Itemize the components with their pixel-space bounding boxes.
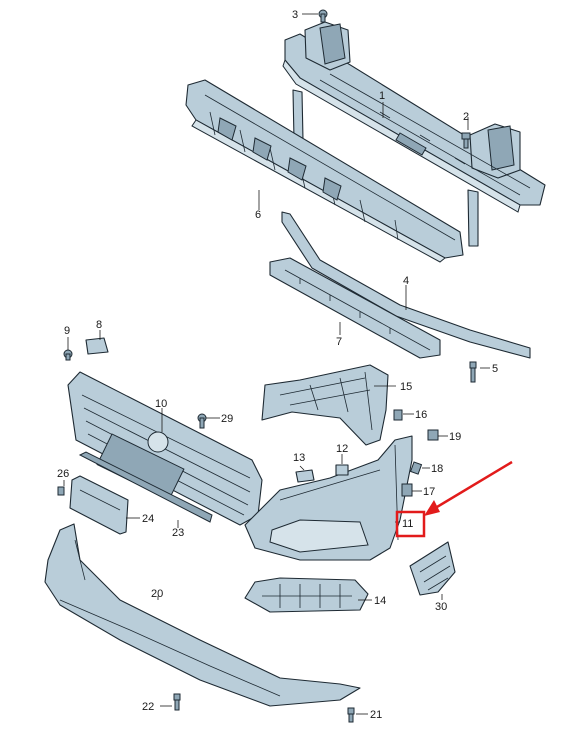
part-7-guide: [269, 257, 441, 359]
callout-16: 16: [415, 409, 427, 421]
callout-9: 9: [64, 325, 70, 337]
callout-10: 10: [155, 398, 167, 410]
bolt-3-icon: [318, 9, 328, 23]
callout-labels: 3 1 2 6 4 7 5 9 8 15 10 29 16 19 12 13 1…: [57, 9, 498, 721]
screw-21-icon: [347, 707, 355, 723]
callout-15: 15: [400, 381, 412, 393]
part-20-bumper-cover: [44, 523, 361, 707]
callout-6: 6: [255, 209, 261, 221]
clip-17-icon: [401, 483, 413, 497]
highlight-arrow-icon: [431, 460, 513, 512]
clip-12-icon: [335, 464, 349, 476]
part-10-grille: [67, 371, 263, 526]
callout-18: 18: [431, 463, 443, 475]
callout-1: 1: [379, 90, 385, 102]
nut-19-icon: [427, 429, 439, 441]
part-1-impact-beam: [282, 21, 546, 247]
callout-20: 20: [151, 588, 163, 600]
callout-21: 21: [370, 709, 382, 721]
part-4-trim-strip: [281, 211, 531, 359]
callout-5: 5: [492, 363, 498, 375]
screw-29-icon: [197, 413, 207, 429]
clip-16-icon: [393, 409, 403, 421]
callout-7: 7: [336, 336, 342, 348]
callout-14: 14: [374, 595, 386, 607]
callout-26: 26: [57, 468, 69, 480]
callout-11[interactable]: 11: [402, 518, 413, 530]
callout-3: 3: [292, 9, 298, 21]
part-23-grille-trim: [78, 451, 213, 523]
leader-lines: [63, 13, 490, 715]
callout-25: 24: [142, 513, 154, 525]
highlight-box: [395, 510, 426, 538]
clip-13-icon: [295, 469, 315, 483]
callout-22: 22: [142, 701, 154, 713]
highlight-annotation: [395, 460, 513, 538]
part-11-side-trim: [244, 435, 413, 561]
part-6-energy-absorber: [185, 79, 464, 263]
screw-9-icon: [63, 349, 73, 361]
clip-8-icon: [85, 337, 109, 355]
screw-22-icon: [173, 693, 181, 711]
bolt-2-icon: [461, 132, 471, 149]
screw-5-icon: [469, 361, 477, 383]
callout-8: 8: [96, 319, 102, 331]
callout-29: 29: [221, 413, 233, 425]
callout-19: 19: [449, 431, 461, 443]
clip-18-icon: [409, 461, 423, 475]
callout-12: 12: [336, 443, 348, 455]
fasteners: [57, 9, 477, 723]
callout-23: 23: [172, 527, 184, 539]
part-14-lower-insert: [244, 577, 369, 613]
clip-26-icon: [57, 486, 65, 496]
callout-2: 2: [463, 111, 469, 123]
part-30-mesh-cover: [409, 541, 456, 596]
part-15-bracket: [261, 364, 389, 446]
callout-30: 30: [435, 601, 447, 613]
part-25-plate-holder: [69, 475, 129, 535]
callout-4: 4: [403, 275, 409, 287]
callout-13: 13: [293, 452, 305, 464]
callout-17: 17: [423, 486, 435, 498]
